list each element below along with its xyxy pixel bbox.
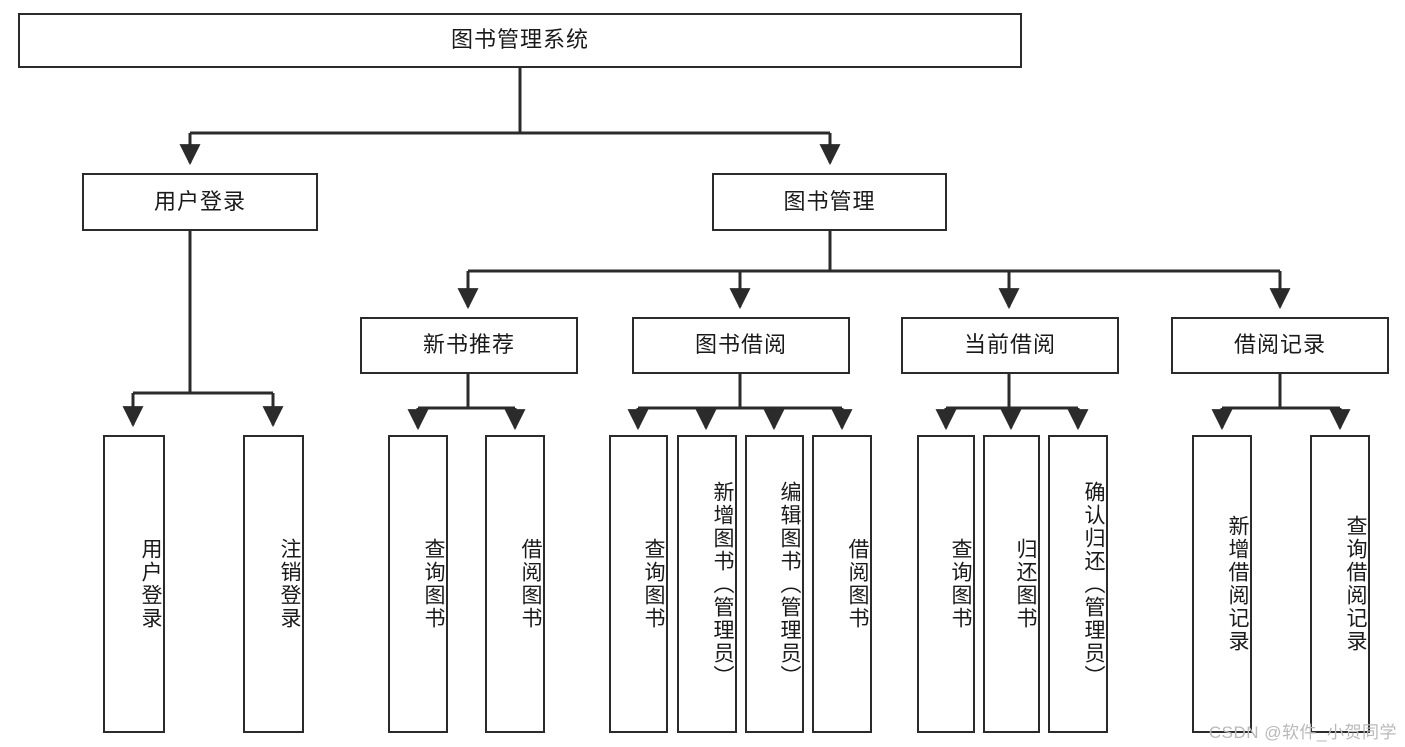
node-leaf-borrow-book-1[interactable]: 借阅图书 [485,435,545,733]
node-label: 用户登录 [153,188,246,214]
node-label: 查询借阅记录 [1344,515,1367,653]
node-label: 借阅记录 [1233,332,1326,358]
watermark-text: CSDN @软件_小贺同学 [1208,723,1397,742]
node-label: 新书推荐 [422,332,515,358]
node-label: 图书借阅 [694,332,787,358]
node-leaf-user-login[interactable]: 用户登录 [103,435,165,733]
node-label: 确认归还（管理员） [1082,480,1105,688]
node-user-login[interactable]: 用户登录 [82,173,318,231]
node-label: 编辑图书（管理员） [778,480,801,688]
node-label: 注销登录 [278,538,301,630]
node-leaf-query-book-1[interactable]: 查询图书 [388,435,448,733]
node-label: 新增借阅记录 [1226,515,1249,653]
node-book-management[interactable]: 图书管理 [712,173,947,231]
node-leaf-confirm-return[interactable]: 确认归还（管理员） [1048,435,1108,733]
node-leaf-add-book[interactable]: 新增图书（管理员） [677,435,737,733]
node-label: 当前借阅 [963,332,1056,358]
node-leaf-query-book-3[interactable]: 查询图书 [917,435,975,733]
node-label: 归还图书 [1014,538,1037,630]
node-leaf-borrow-book-2[interactable]: 借阅图书 [812,435,872,733]
node-label: 图书管理系统 [450,27,589,53]
node-new-book-recommend[interactable]: 新书推荐 [360,317,578,374]
node-root-system[interactable]: 图书管理系统 [18,13,1022,68]
node-leaf-query-record[interactable]: 查询借阅记录 [1310,435,1370,733]
node-current-borrow[interactable]: 当前借阅 [901,317,1119,374]
node-label: 用户登录 [139,538,162,630]
node-label: 图书管理 [783,188,876,214]
node-borrow-record[interactable]: 借阅记录 [1171,317,1389,374]
node-leaf-edit-book[interactable]: 编辑图书（管理员） [745,435,804,733]
node-leaf-add-record[interactable]: 新增借阅记录 [1192,435,1252,733]
node-label: 借阅图书 [519,538,542,630]
node-leaf-logout-login[interactable]: 注销登录 [243,435,304,733]
node-label: 查询图书 [642,538,665,630]
node-label: 借阅图书 [846,538,869,630]
node-leaf-return-book[interactable]: 归还图书 [983,435,1040,733]
node-book-borrow[interactable]: 图书借阅 [632,317,850,374]
node-label: 查询图书 [949,538,972,630]
node-label: 新增图书（管理员） [711,480,734,688]
node-leaf-query-book-2[interactable]: 查询图书 [609,435,668,733]
node-label: 查询图书 [422,538,445,630]
